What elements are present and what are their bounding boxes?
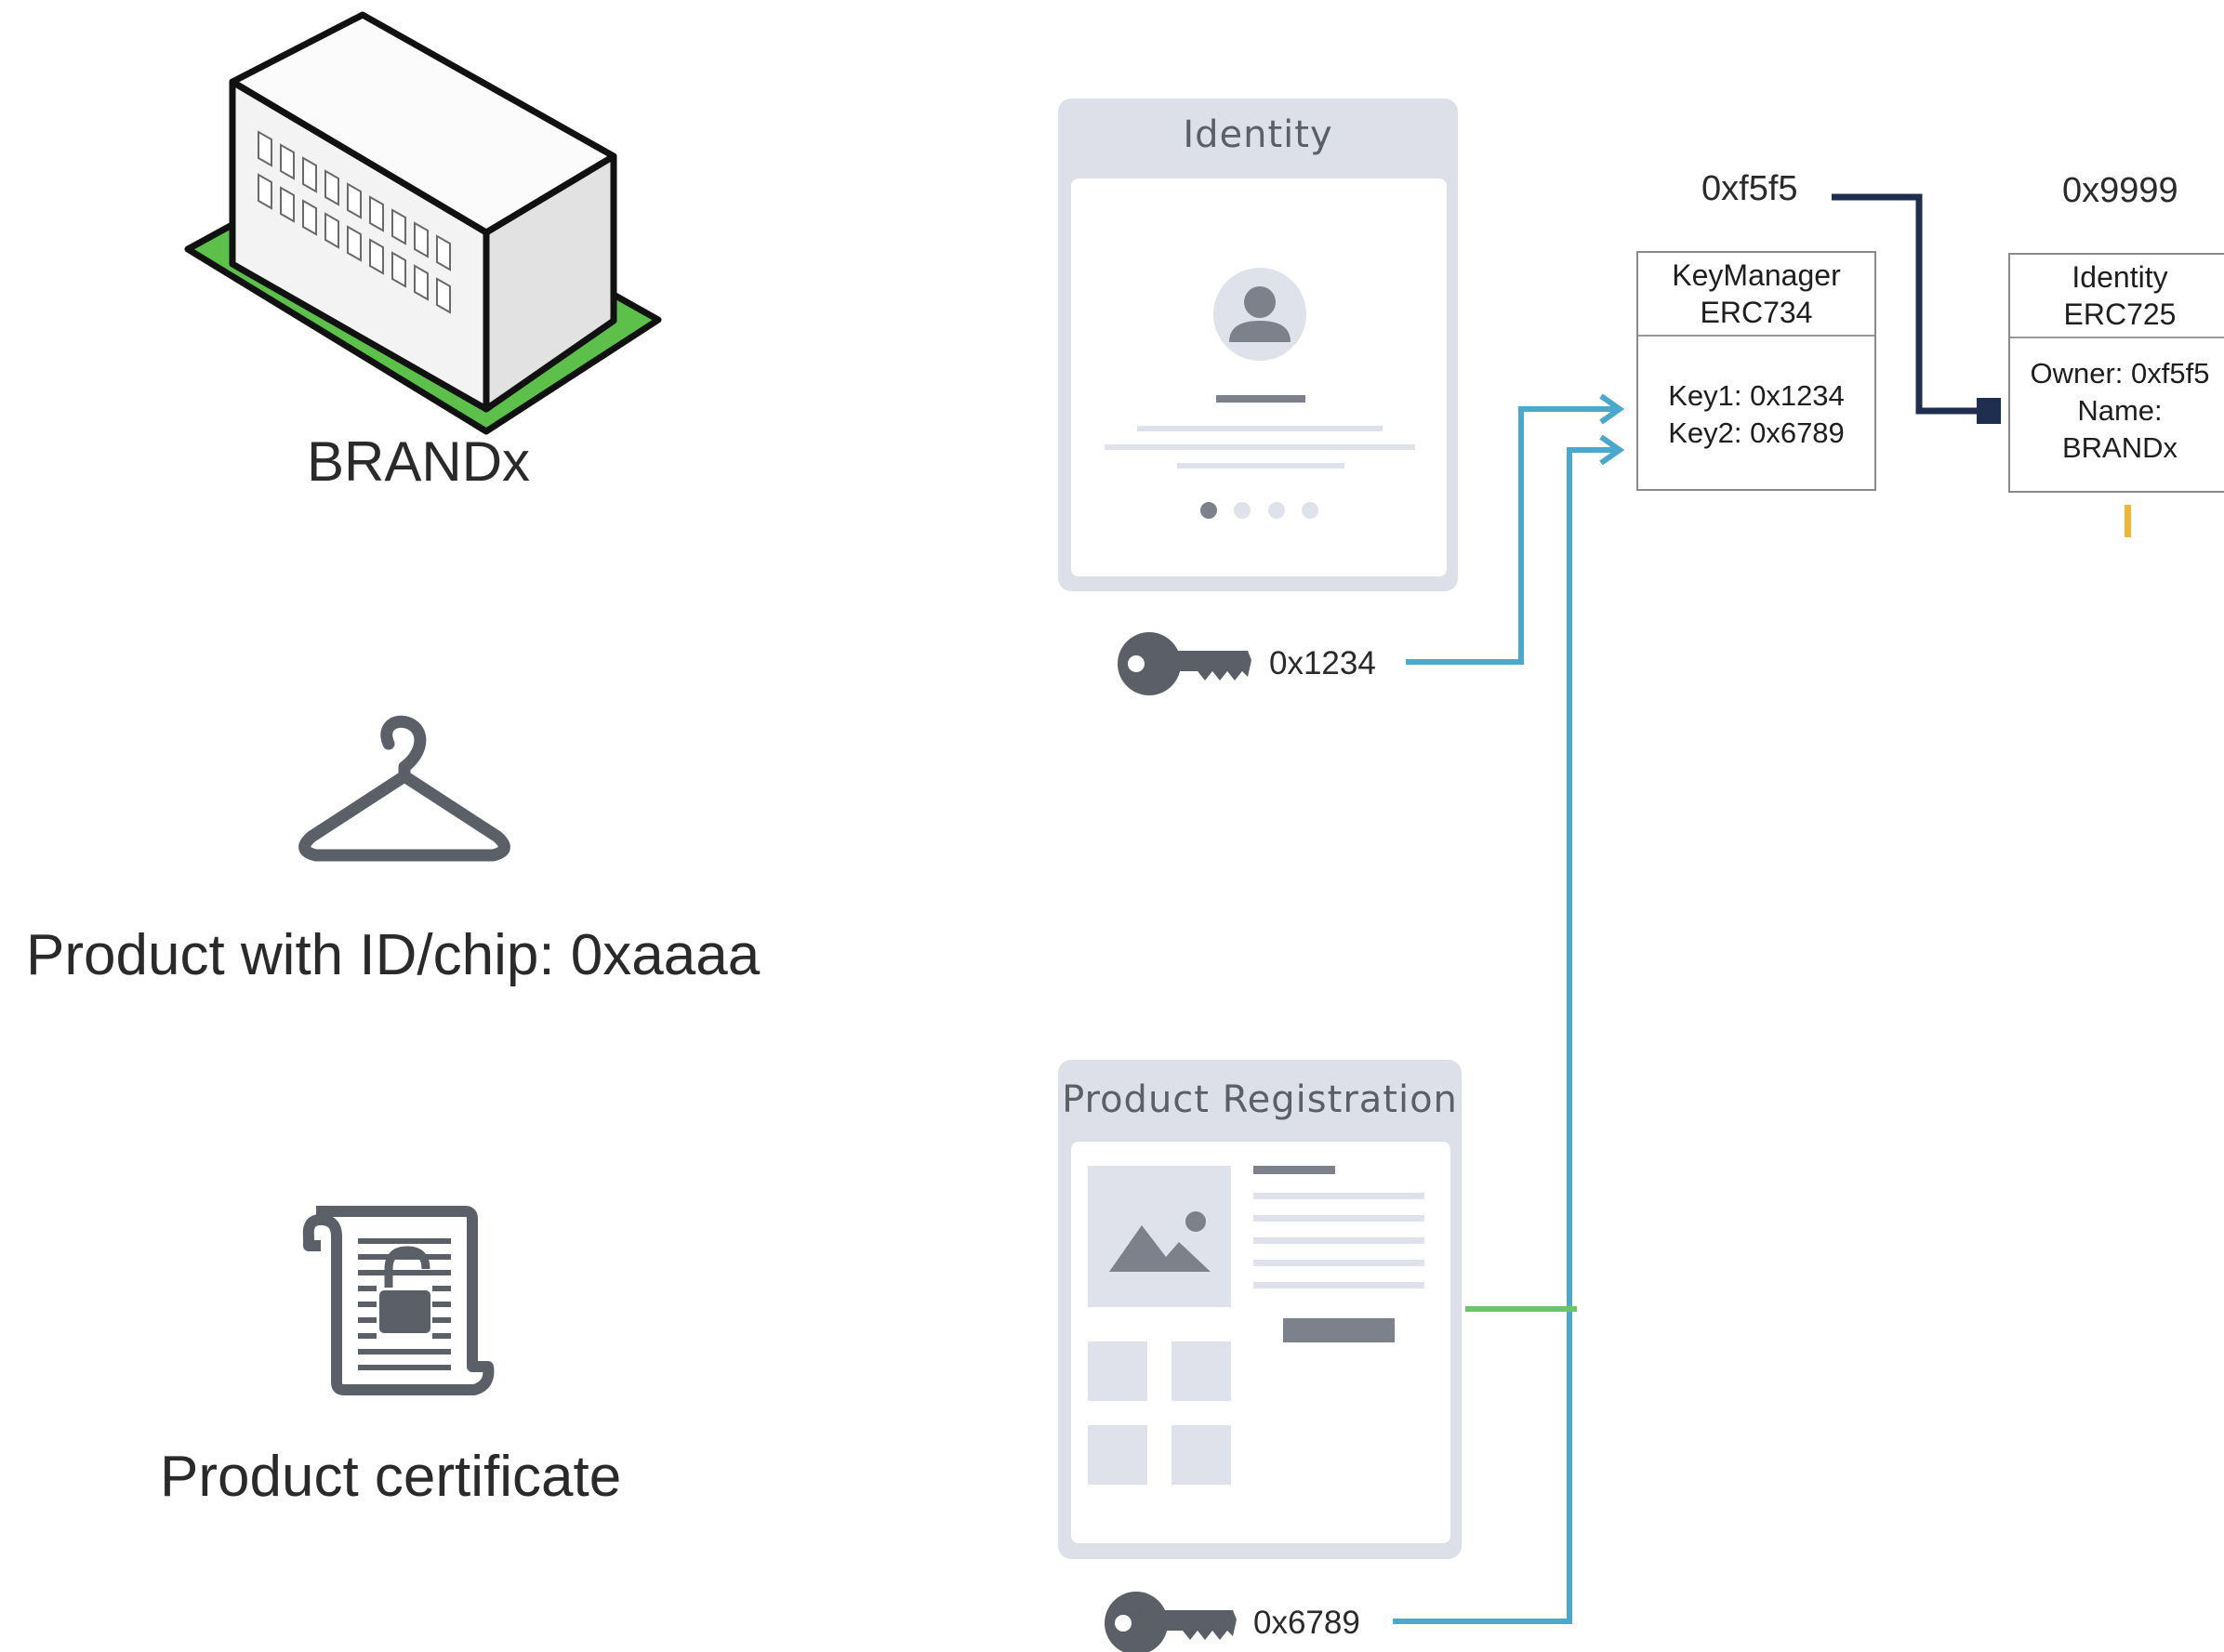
identity-contract-owner: Owner: 0xf5f5	[2030, 357, 2210, 390]
identity-card-title: Identity	[1183, 113, 1333, 156]
identity-contract-address: 0x9999	[2062, 171, 2178, 210]
identity-contract-fields: Owner: 0xf5f5 Name: BRANDx	[2010, 338, 2224, 467]
building-icon	[184, 11, 662, 435]
keymanager-contract: KeyManager ERC734 Key1: 0x1234 Key2: 0x6…	[1636, 251, 1876, 491]
keymanager-keys: Key1: 0x1234 Key2: 0x6789	[1638, 337, 1874, 452]
identity-contract-name: Identity	[2072, 260, 2168, 294]
identity-contract-name-value: BRANDx	[2061, 431, 2178, 464]
connector-key2	[1393, 434, 1625, 1624]
hanger-icon	[298, 715, 510, 862]
registration-card-title: Product Registration	[1062, 1078, 1458, 1121]
keymanager-key1: Key1: 0x1234	[1668, 379, 1845, 412]
identity-contract-standard: ERC725	[2063, 297, 2177, 331]
key-icon	[1118, 632, 1251, 695]
brand-label: BRANDx	[307, 430, 531, 493]
certificate-scroll-icon	[302, 1206, 495, 1395]
identity-contract-name-label: Name:	[2077, 394, 2163, 427]
key-icon	[1105, 1592, 1237, 1652]
key1-address: 0x1234	[1269, 645, 1376, 681]
key2-address: 0x6789	[1253, 1605, 1360, 1641]
product-label: Product with ID/chip: 0xaaaa	[26, 923, 761, 987]
orange-marker	[2125, 505, 2131, 537]
keymanager-key2: Key2: 0x6789	[1668, 416, 1845, 449]
identity-card-frame	[1058, 99, 1458, 591]
keymanager-header: KeyManager ERC734	[1638, 253, 1874, 337]
certificate-label: Product certificate	[160, 1445, 622, 1509]
keymanager-name: KeyManager	[1672, 258, 1841, 292]
keymanager-address: 0xf5f5	[1701, 169, 1798, 208]
connector-owner	[1832, 193, 2001, 424]
registration-card-frame	[1058, 1060, 1462, 1559]
keymanager-standard: ERC734	[1700, 296, 1813, 329]
identity-contract-header: Identity ERC725	[2010, 255, 2224, 338]
connector-key1	[1406, 393, 1625, 665]
identity-contract: Identity ERC725 Owner: 0xf5f5 Name: BRAN…	[2008, 253, 2224, 493]
